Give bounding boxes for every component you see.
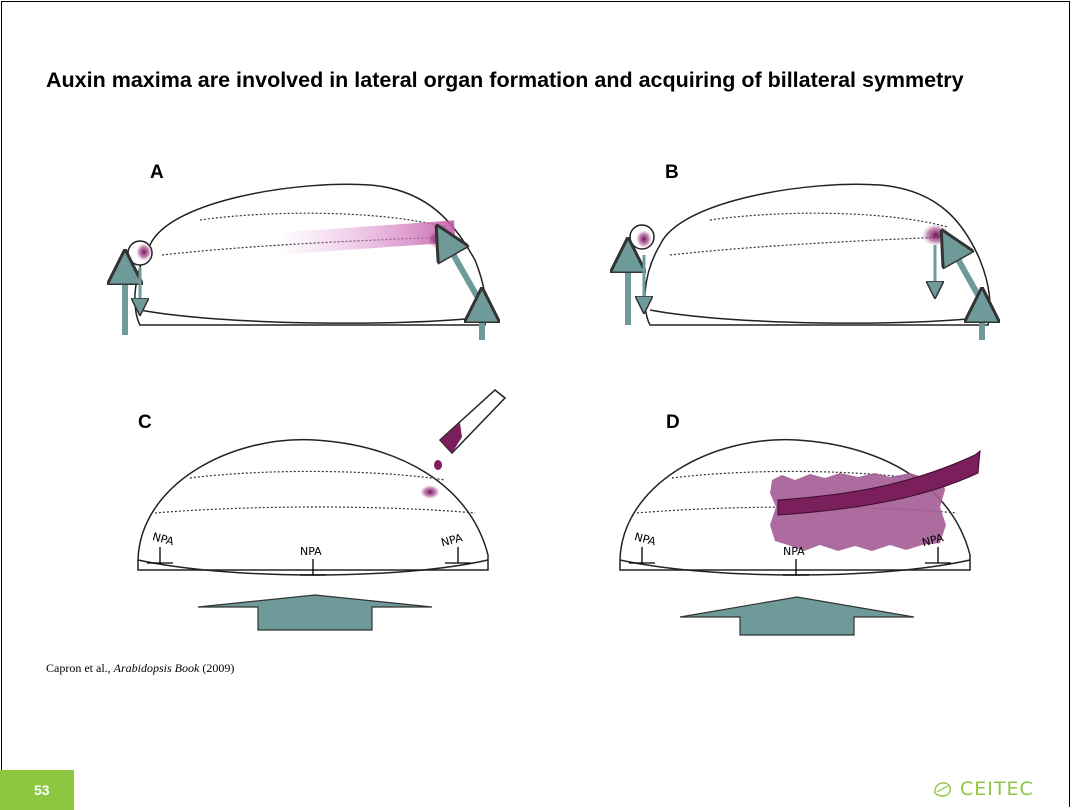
logo-text: CEITEC — [960, 778, 1034, 800]
ceitec-leaf-icon — [932, 779, 954, 799]
slide-title: Auxin maxima are involved in lateral org… — [46, 66, 986, 95]
citation-authors: Capron et al., — [46, 661, 114, 675]
citation: Capron et al., Arabidopsis Book (2009) — [46, 661, 234, 676]
panel-a: A — [125, 162, 486, 340]
citation-source: Arabidopsis Book — [114, 661, 200, 675]
citation-year: (2009) — [199, 661, 234, 675]
panel-label-b: B — [665, 162, 679, 183]
ceitec-logo: CEITEC — [932, 776, 1054, 802]
panel-label-d: D — [666, 412, 680, 433]
panel-b: B — [628, 162, 990, 340]
panel-d: D NPA NPA NPA — [620, 412, 980, 635]
panel-label-a: A — [150, 162, 164, 183]
figure-meristem-panels: A B C NP — [100, 155, 1000, 645]
npa-label-c-center: NPA — [300, 545, 322, 558]
panel-c: C NPA NPA NPA — [138, 390, 505, 630]
panel-label-c: C — [138, 412, 152, 433]
page-number: 53 — [0, 770, 74, 810]
npa-label-d-center: NPA — [783, 545, 805, 558]
